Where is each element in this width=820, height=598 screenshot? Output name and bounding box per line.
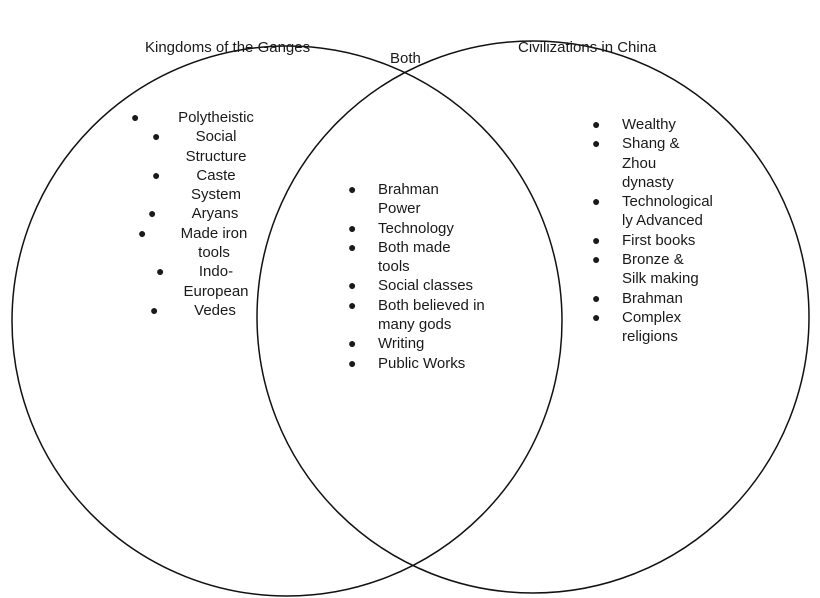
both-list: ● Brahman Power ● Technology ● Both made to… bbox=[348, 180, 498, 373]
list-item: ● Polytheistic bbox=[130, 108, 280, 127]
list-item-text: Both believed in many gods bbox=[378, 296, 485, 334]
list-item-text: Vedes bbox=[194, 301, 236, 319]
list-item: ● Aryans bbox=[130, 204, 280, 223]
bullet-icon: ● bbox=[348, 181, 357, 197]
list-item-text: Complex religions bbox=[622, 308, 682, 346]
list-item: ● Made iron tools bbox=[130, 224, 280, 263]
list-item: ● Social Structure bbox=[130, 127, 280, 166]
list-item: ● Brahman bbox=[592, 289, 722, 308]
bullet-icon: ● bbox=[592, 308, 601, 325]
list-item: ● Bronze & Silk making bbox=[592, 250, 722, 289]
bullet-icon: ● bbox=[348, 219, 357, 236]
ganges-list: ● Polytheistic ● Social Structure ● Cast… bbox=[130, 108, 280, 320]
list-item-text: Brahman Power bbox=[378, 181, 439, 218]
bullet-icon: ● bbox=[348, 238, 357, 255]
list-item: ● Public Works bbox=[348, 354, 498, 373]
list-item: ● Technologically Advanced bbox=[592, 192, 722, 231]
bullet-icon: ● bbox=[131, 109, 140, 125]
list-item-text: Indo-European bbox=[183, 263, 249, 300]
list-item: ● Wealthy bbox=[592, 115, 722, 134]
bullet-icon: ● bbox=[348, 335, 357, 352]
list-item: ● Brahman Power bbox=[348, 180, 498, 219]
list-item: ● Vedes bbox=[130, 301, 280, 320]
china-circle bbox=[256, 40, 810, 594]
bullet-icon: ● bbox=[152, 128, 161, 145]
bullet-icon: ● bbox=[592, 116, 601, 132]
list-item-text: Writing bbox=[378, 335, 425, 353]
bullet-icon: ● bbox=[348, 354, 357, 371]
list-item-text: Aryans bbox=[191, 205, 239, 223]
list-item: ● First books bbox=[592, 231, 722, 250]
list-item: ● Social classes bbox=[348, 276, 498, 295]
list-item: ● Writing bbox=[348, 334, 498, 353]
list-item-text: First books bbox=[622, 231, 696, 249]
list-item-text: Social Structure bbox=[185, 128, 247, 165]
china-list: ● Wealthy ● Shang & Zhou dynasty ● Technolo… bbox=[592, 115, 722, 347]
bullet-icon: ● bbox=[592, 251, 601, 268]
list-item: ● Shang & Zhou dynasty bbox=[592, 134, 722, 192]
list-item: ● Both believed in many gods bbox=[348, 296, 498, 335]
bullet-icon: ● bbox=[592, 289, 601, 306]
list-item-text: Made iron tools bbox=[180, 224, 248, 262]
bullet-icon: ● bbox=[156, 263, 165, 280]
bullet-icon: ● bbox=[148, 205, 157, 222]
list-item-text: Technologically Advanced bbox=[622, 193, 713, 230]
list-item: ● Complex religions bbox=[592, 308, 722, 347]
both-title: Both bbox=[390, 50, 421, 67]
list-item-text: Polytheistic bbox=[178, 109, 254, 126]
bullet-icon: ● bbox=[592, 135, 601, 152]
list-item-text: Brahman bbox=[622, 289, 683, 307]
bullet-icon: ● bbox=[138, 224, 147, 241]
list-item-text: Shang & Zhou dynasty bbox=[622, 135, 680, 191]
list-item-text: Technology bbox=[378, 219, 454, 237]
ganges-circle bbox=[11, 45, 563, 597]
list-item-text: Public Works bbox=[378, 354, 466, 372]
china-title: Civilizations in China bbox=[518, 39, 657, 56]
list-item: ● Both made tools bbox=[348, 238, 498, 277]
list-item: ● Indo-European bbox=[130, 262, 280, 301]
list-item-text: Social classes bbox=[378, 277, 474, 295]
bullet-icon: ● bbox=[592, 193, 601, 210]
list-item-text: Bronze & Silk making bbox=[622, 251, 699, 288]
list-item-text: Wealthy bbox=[622, 116, 676, 133]
bullet-icon: ● bbox=[150, 301, 159, 318]
list-item-text: Caste System bbox=[190, 166, 241, 204]
list-item: ● Caste System bbox=[130, 166, 280, 205]
bullet-icon: ● bbox=[348, 277, 357, 294]
bullet-icon: ● bbox=[152, 166, 161, 183]
ganges-title: Kingdoms of the Ganges bbox=[145, 39, 311, 56]
list-item-text: Both made tools bbox=[378, 238, 451, 276]
bullet-icon: ● bbox=[348, 296, 357, 313]
list-item: ● Technology bbox=[348, 219, 498, 238]
bullet-icon: ● bbox=[592, 231, 601, 248]
